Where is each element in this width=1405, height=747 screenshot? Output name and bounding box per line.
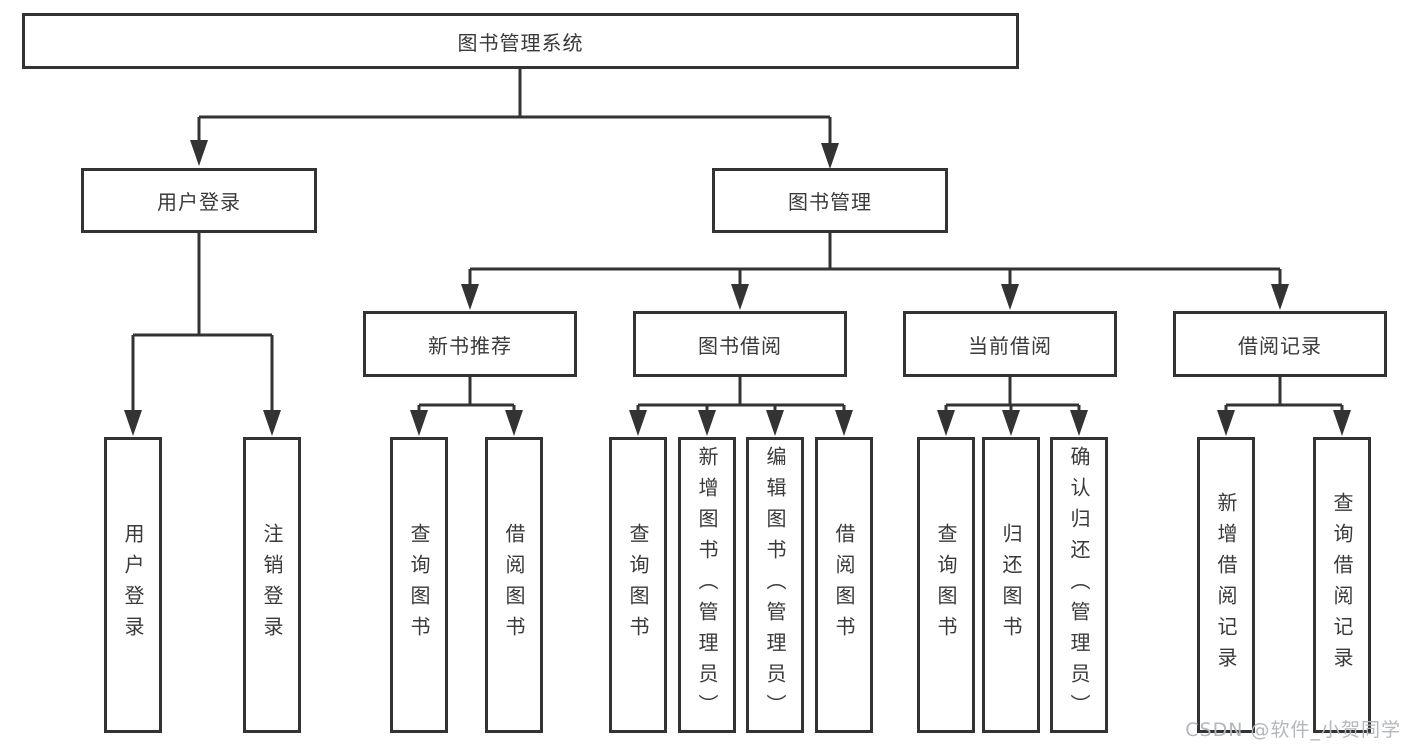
node-query-borrow-record: 查询借阅记录 [1313, 437, 1371, 733]
node-add-borrow-record: 新增借阅记录 [1197, 437, 1255, 733]
node-return-books: 归还图书 [982, 437, 1040, 733]
node-query-books-1: 查询图书 [390, 437, 448, 733]
arrowhead-icon [1217, 410, 1235, 436]
connector-user-login-branch [131, 233, 274, 414]
arrowhead-icon [1271, 284, 1289, 310]
arrowhead-icon [263, 410, 281, 436]
arrowhead-icon [937, 410, 955, 436]
arrowhead-icon [461, 284, 479, 310]
connector-book-management-branch [468, 233, 1282, 288]
node-edit-books-admin: 编辑图书（管理员） [746, 437, 804, 733]
node-new-book-recommend: 新书推荐 [363, 311, 577, 377]
arrowhead-icon [629, 410, 647, 436]
node-borrow-books-1: 借阅图书 [485, 437, 543, 733]
node-query-books-3: 查询图书 [917, 437, 975, 733]
node-book-borrow: 图书借阅 [633, 311, 847, 377]
connector-borrow-records-branch [1224, 377, 1344, 414]
node-logout-leaf: 注销登录 [243, 437, 301, 733]
connector-new-book-branch [417, 377, 516, 414]
arrowhead-icon [698, 410, 716, 436]
arrowhead-icon [835, 410, 853, 436]
arrowhead-icon [766, 410, 784, 436]
node-borrow-books-2: 借阅图书 [815, 437, 873, 733]
arrowhead-icon [821, 143, 839, 169]
node-book-management: 图书管理 [712, 168, 948, 233]
node-user-login: 用户登录 [81, 168, 317, 233]
connector-book-borrow-branch [636, 377, 846, 414]
node-borrow-records: 借阅记录 [1173, 311, 1387, 377]
arrowhead-icon [1070, 410, 1088, 436]
arrowhead-icon [1333, 410, 1351, 436]
node-add-books-admin: 新增图书（管理员） [678, 437, 736, 733]
connector-root-to-level2 [197, 69, 832, 147]
arrowhead-icon [505, 410, 523, 436]
connector-current-borrow-branch [944, 377, 1081, 414]
watermark: CSDN @软件_小贺同学 [1185, 719, 1401, 741]
node-current-borrow: 当前借阅 [903, 311, 1117, 377]
arrowhead-icon [124, 410, 142, 436]
arrowhead-icon [1002, 410, 1020, 436]
node-library-system-root: 图书管理系统 [22, 13, 1019, 69]
node-confirm-return-admin: 确认归还（管理员） [1050, 437, 1108, 733]
arrowhead-icon [1001, 284, 1019, 310]
node-query-books-2: 查询图书 [609, 437, 667, 733]
arrowhead-icon [410, 410, 428, 436]
node-user-login-leaf: 用户登录 [104, 437, 162, 733]
arrowhead-icon [731, 284, 749, 310]
arrowhead-icon [190, 140, 208, 166]
